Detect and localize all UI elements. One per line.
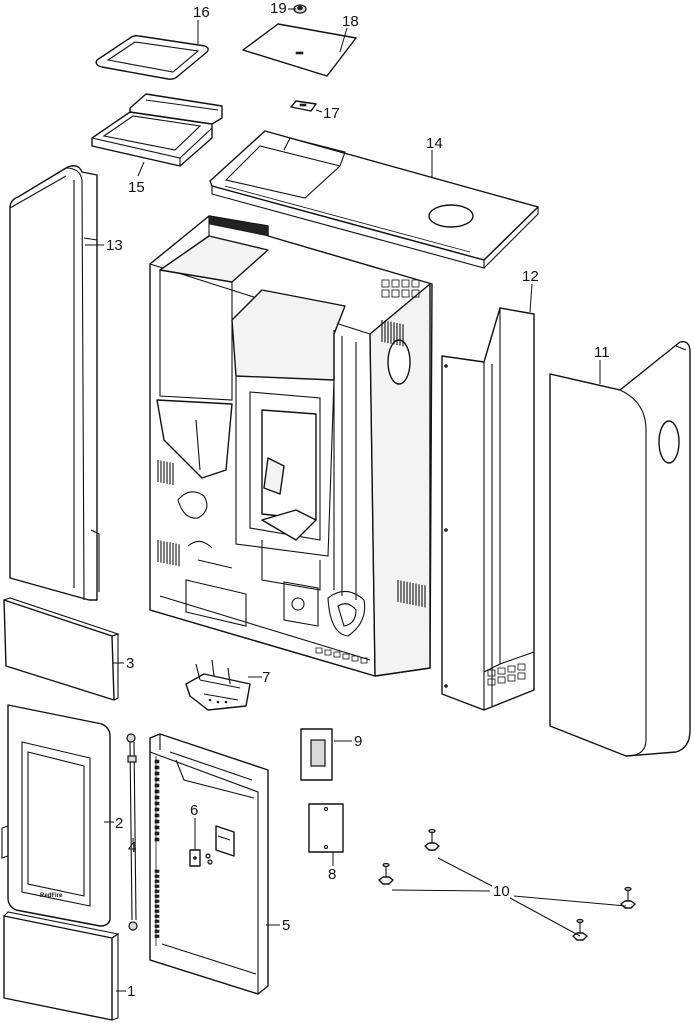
part-3-upper-front-panel (3, 597, 120, 701)
part-11-right-outer-panel (549, 341, 691, 757)
label-9: 9 (354, 733, 362, 750)
part-16-top-frame (95, 35, 209, 80)
part-14-top-panel (209, 130, 539, 269)
part-5-slots (154, 759, 160, 938)
part-2-front-door: RedFire (1, 704, 111, 927)
part-6-brackets (189, 825, 235, 867)
part-number-labels: 16 19 18 17 15 14 13 12 11 3 7 9 6 2 4 8… (106, 0, 610, 1000)
label-3: 3 (126, 655, 134, 672)
label-11: 11 (594, 344, 610, 361)
label-18: 18 (342, 13, 359, 30)
stove-vents (157, 279, 426, 664)
part-17-bracket (290, 100, 317, 112)
part-15-hopper-lid (91, 93, 223, 167)
label-8: 8 (328, 866, 336, 883)
label-17: 17 (323, 105, 340, 122)
stove-main-body (149, 215, 433, 677)
part-7-burn-pot (185, 659, 251, 711)
label-7: 7 (262, 669, 270, 686)
label-13: 13 (106, 237, 123, 254)
label-14: 14 (426, 135, 443, 152)
label-1: 1 (127, 983, 135, 1000)
label-15: 15 (128, 179, 145, 196)
door-brand-label: RedFire (40, 893, 63, 899)
label-5: 5 (282, 917, 290, 934)
part-12-vents (487, 663, 526, 686)
part-9-frame (300, 728, 333, 781)
label-10: 10 (493, 883, 510, 900)
part-18-top-cover (242, 23, 357, 77)
label-2: 2 (115, 815, 123, 832)
label-12: 12 (522, 268, 539, 285)
label-16: 16 (193, 4, 210, 21)
part-8-plate (308, 803, 344, 853)
part-1-lower-front-panel (3, 911, 120, 1021)
leader-lines (85, 8, 627, 992)
label-4: 4 (128, 839, 136, 856)
label-19: 19 (270, 0, 287, 17)
label-6: 6 (190, 802, 198, 819)
part-13-left-panel (9, 165, 100, 601)
part-4-hinge-rod (126, 733, 138, 931)
part-19-knob (293, 4, 307, 14)
part-10-feet (378, 828, 636, 941)
part-12-right-inner-panel (441, 307, 535, 711)
